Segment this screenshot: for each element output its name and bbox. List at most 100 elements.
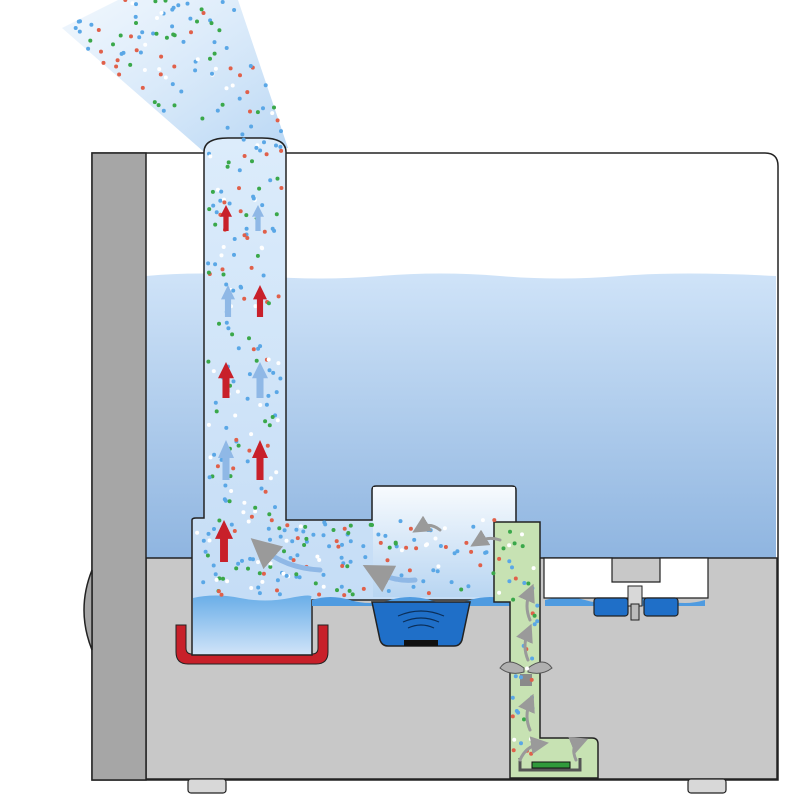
- particle: [134, 2, 138, 7]
- transducer-cup: [371, 601, 471, 647]
- particle: [237, 168, 242, 173]
- particle: [224, 320, 229, 325]
- particle: [528, 737, 533, 742]
- particle: [443, 545, 448, 549]
- particle: [288, 556, 293, 560]
- particle: [294, 527, 299, 532]
- flow-curve: [250, 538, 323, 573]
- flow-curve: [470, 529, 502, 547]
- particle: [266, 301, 271, 306]
- particle: [221, 245, 226, 249]
- particle: [185, 1, 190, 6]
- particle: [236, 443, 241, 448]
- particle: [242, 296, 247, 301]
- particle: [346, 531, 351, 535]
- particle: [275, 418, 280, 423]
- particle: [272, 105, 276, 110]
- particle: [449, 580, 454, 585]
- particle: [321, 533, 326, 538]
- particle: [530, 695, 534, 700]
- particle: [249, 265, 254, 270]
- particle: [426, 591, 431, 596]
- particle: [399, 548, 404, 553]
- particle: [245, 459, 250, 464]
- particle: [263, 419, 268, 424]
- particle: [161, 108, 166, 113]
- particle: [247, 372, 252, 377]
- particle: [206, 270, 211, 275]
- transducer-plate: [404, 640, 438, 646]
- particle: [259, 486, 264, 491]
- particle: [225, 579, 230, 584]
- particle: [171, 32, 176, 37]
- particle: [421, 579, 426, 584]
- particle: [273, 505, 277, 510]
- particle: [172, 103, 177, 108]
- particle: [247, 448, 252, 453]
- particle: [210, 189, 215, 194]
- particle: [426, 528, 430, 532]
- particle: [279, 148, 284, 153]
- particle: [268, 561, 273, 566]
- particle: [231, 379, 236, 384]
- particle: [464, 540, 469, 545]
- particle: [99, 49, 103, 54]
- particle: [221, 576, 225, 581]
- particle: [224, 86, 229, 91]
- particle: [249, 124, 254, 129]
- particle: [507, 559, 512, 564]
- particle: [512, 737, 517, 742]
- particle: [438, 544, 443, 548]
- particle: [195, 530, 200, 535]
- particle: [199, 7, 204, 12]
- particle: [224, 425, 229, 430]
- particle: [507, 579, 512, 584]
- mist-plume: [62, 0, 288, 152]
- particle: [290, 539, 295, 544]
- particle: [143, 42, 148, 47]
- particle: [519, 741, 523, 746]
- particle: [77, 29, 82, 34]
- particle: [284, 538, 289, 543]
- particle: [237, 186, 241, 191]
- particle: [238, 209, 243, 214]
- particle: [261, 571, 266, 576]
- particle: [257, 591, 262, 596]
- particle: [232, 252, 236, 257]
- flow-curve: [518, 736, 549, 762]
- particle: [205, 553, 210, 558]
- particle: [121, 50, 126, 55]
- particle: [212, 40, 217, 45]
- particle: [230, 332, 235, 337]
- particle: [195, 57, 200, 62]
- particle: [114, 64, 119, 69]
- particle: [531, 566, 536, 571]
- particle: [238, 284, 243, 289]
- particle: [242, 500, 247, 505]
- particle: [348, 559, 353, 564]
- particle: [268, 476, 273, 481]
- particle: [270, 111, 275, 116]
- particle: [368, 522, 373, 527]
- particle: [275, 588, 279, 593]
- particle: [236, 346, 241, 351]
- particle: [516, 710, 521, 715]
- particle: [138, 50, 143, 55]
- particle: [532, 622, 537, 627]
- particle: [535, 603, 540, 608]
- particle: [348, 523, 353, 528]
- particle: [399, 573, 404, 578]
- particle: [251, 347, 256, 352]
- particle: [264, 152, 269, 157]
- particle: [247, 336, 251, 341]
- particle: [263, 489, 268, 494]
- particle: [512, 541, 517, 546]
- particle: [275, 176, 280, 181]
- particle: [213, 262, 218, 267]
- particle: [224, 282, 229, 287]
- particle: [181, 39, 186, 44]
- particle: [254, 145, 259, 150]
- particle: [423, 543, 428, 548]
- particle: [262, 140, 266, 145]
